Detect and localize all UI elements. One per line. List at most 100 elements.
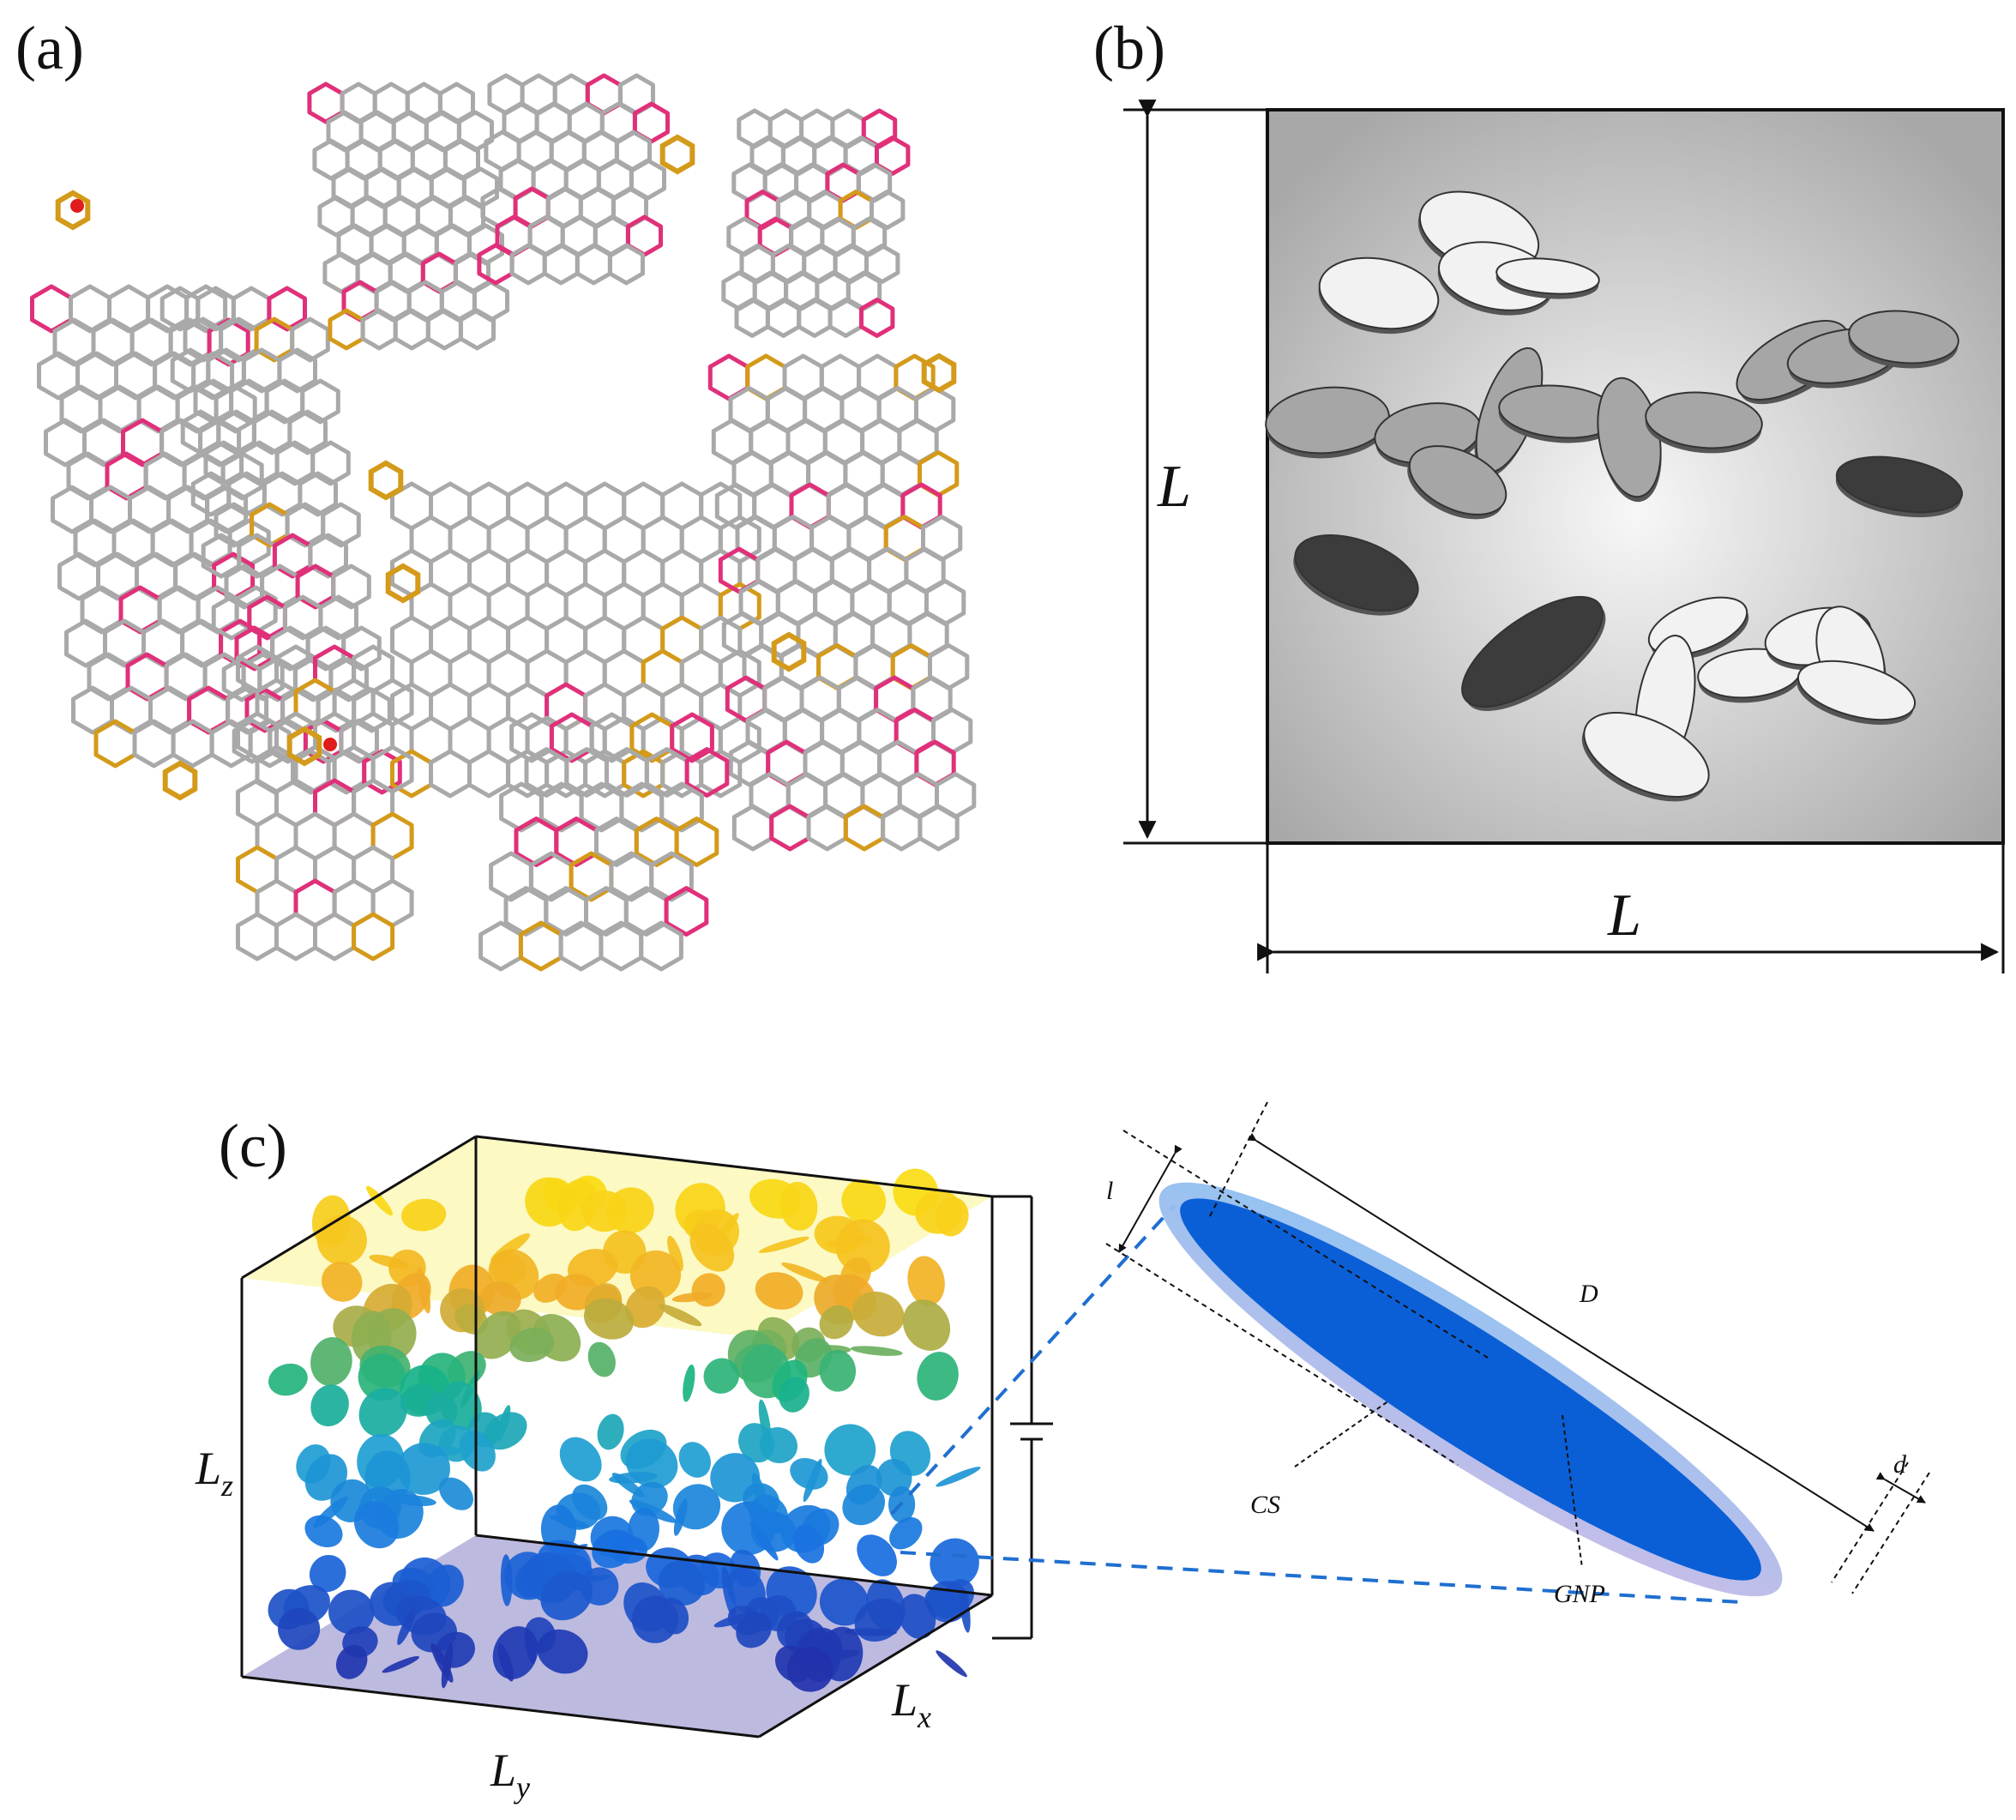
- nanoplatelet: [673, 1498, 688, 1536]
- carbon-ring: [875, 136, 911, 176]
- platelet-disk: [1645, 391, 1763, 449]
- platelet-disk: [1835, 455, 1964, 514]
- carbon-ring: [267, 286, 307, 332]
- carbon-ring: [558, 920, 604, 972]
- panel-c: (c) Lz Ly Lx: [195, 1101, 1930, 1805]
- nanoplatelet: [625, 1286, 665, 1329]
- carbon-ring: [248, 719, 292, 768]
- carbon-ring: [827, 298, 864, 338]
- dim-d-label: d: [1893, 1450, 1907, 1479]
- sulfur-cluster: [659, 134, 695, 175]
- nanoplatelet: [559, 1437, 602, 1482]
- nanoplatelet: [335, 1644, 368, 1679]
- graphene-sheet-top-left: [307, 81, 509, 351]
- carbon-ring: [308, 533, 348, 579]
- nanoplatelet: [889, 1516, 923, 1550]
- dim-D-label: D: [1579, 1280, 1598, 1308]
- nanoplatelet: [689, 1224, 735, 1272]
- nanoplatelet: [587, 1341, 616, 1377]
- axis-x-label: Lx: [891, 1674, 931, 1734]
- zoom-connector-lower: [900, 1551, 1742, 1604]
- nanoplatelet: [683, 1364, 695, 1402]
- carbon-ring: [132, 719, 176, 768]
- nanoplatelet: [824, 1424, 876, 1476]
- nanoplatelet: [397, 1443, 450, 1495]
- dim-l-label: l: [1106, 1177, 1113, 1205]
- graphene-sheet-left: [30, 284, 292, 768]
- carbon-ring: [393, 308, 430, 351]
- nanoplatelet: [583, 1298, 635, 1340]
- box-edges: [240, 1135, 994, 1739]
- nanoplatelet: [803, 1458, 822, 1503]
- carbon-ring: [864, 244, 900, 284]
- metal-atom: [323, 738, 337, 751]
- carbon-ring: [331, 563, 371, 610]
- nanoplatelet: [400, 1198, 447, 1232]
- nanoplatelet: [749, 1522, 779, 1561]
- carbon-ring: [575, 243, 612, 286]
- platelet-disk: [1583, 712, 1710, 798]
- carbon-ring: [478, 920, 523, 972]
- gnp-label: GNP: [1554, 1580, 1605, 1608]
- nanoplatelet: [898, 1594, 936, 1639]
- nanoplatelet: [309, 1554, 346, 1593]
- carbon-ring: [93, 719, 137, 768]
- nanoplatelet: [667, 1235, 683, 1272]
- carbon-ring: [918, 804, 960, 852]
- sulfur-cluster: [921, 353, 957, 394]
- nanoplatelet: [425, 1392, 458, 1429]
- nanoplatelet: [819, 1349, 857, 1392]
- graphene-sheet-top-right: [721, 108, 911, 338]
- carbon-ring: [352, 912, 395, 961]
- platelet-disk: [1294, 534, 1419, 612]
- carbon-ring: [797, 298, 833, 338]
- carbon-ring: [321, 502, 361, 548]
- platelet-disk: [1318, 256, 1440, 330]
- nanoplatelet: [497, 1643, 515, 1682]
- carbon-ring: [467, 749, 511, 799]
- carbon-ring: [769, 804, 811, 852]
- carbon-ring: [287, 409, 328, 455]
- nanoplatelet: [321, 1262, 363, 1302]
- nanoplatelet: [936, 1650, 967, 1678]
- nanoplatelet: [758, 1236, 809, 1253]
- carbon-ring: [360, 308, 398, 351]
- platelet-disk: [1408, 445, 1507, 515]
- zoom-connector-upper: [890, 1203, 1177, 1516]
- nanoplatelet: [835, 1219, 890, 1275]
- graphene-sheet-lower-left: [236, 644, 414, 961]
- panel-b-label: (b): [1093, 14, 1165, 82]
- carbon-ring: [806, 804, 848, 852]
- nanoplatelet: [480, 1281, 521, 1317]
- cs-label: CS: [1250, 1491, 1280, 1519]
- nanoplatelet: [857, 1534, 897, 1576]
- nanoplatelet: [659, 1304, 702, 1327]
- sulfur-cluster: [55, 190, 91, 231]
- carbon-ring: [765, 298, 802, 338]
- carbon-ring: [362, 749, 402, 795]
- nanoplatelet: [425, 1564, 464, 1607]
- nanoplatelet: [358, 1353, 406, 1401]
- nanoplatelet: [907, 1256, 945, 1306]
- carbon-ring: [298, 471, 338, 517]
- carbon-ring: [277, 347, 317, 394]
- nanoplatelet: [304, 1515, 343, 1548]
- graphene-sheet-center: [390, 481, 761, 799]
- carbon-ring: [300, 378, 340, 425]
- nanoplatelet: [658, 1560, 706, 1606]
- carbon-ring: [509, 243, 547, 286]
- carbon-ring: [318, 594, 358, 641]
- platelet-disk: [1495, 257, 1600, 295]
- carbon-ring: [670, 712, 714, 763]
- panel-a: (a): [15, 14, 977, 972]
- nanoplatelet: [475, 1311, 521, 1359]
- nanoplatelet: [960, 1587, 971, 1633]
- carbon-ring: [290, 316, 330, 363]
- platelet-disks: [1265, 190, 1964, 802]
- nanoplatelet: [902, 1299, 951, 1351]
- carbon-ring: [425, 308, 463, 351]
- nanoplatelet: [781, 1262, 828, 1283]
- carbon-ring: [659, 781, 704, 833]
- nanoplatelet: [721, 1566, 737, 1618]
- nanoplatelet: [852, 1291, 905, 1337]
